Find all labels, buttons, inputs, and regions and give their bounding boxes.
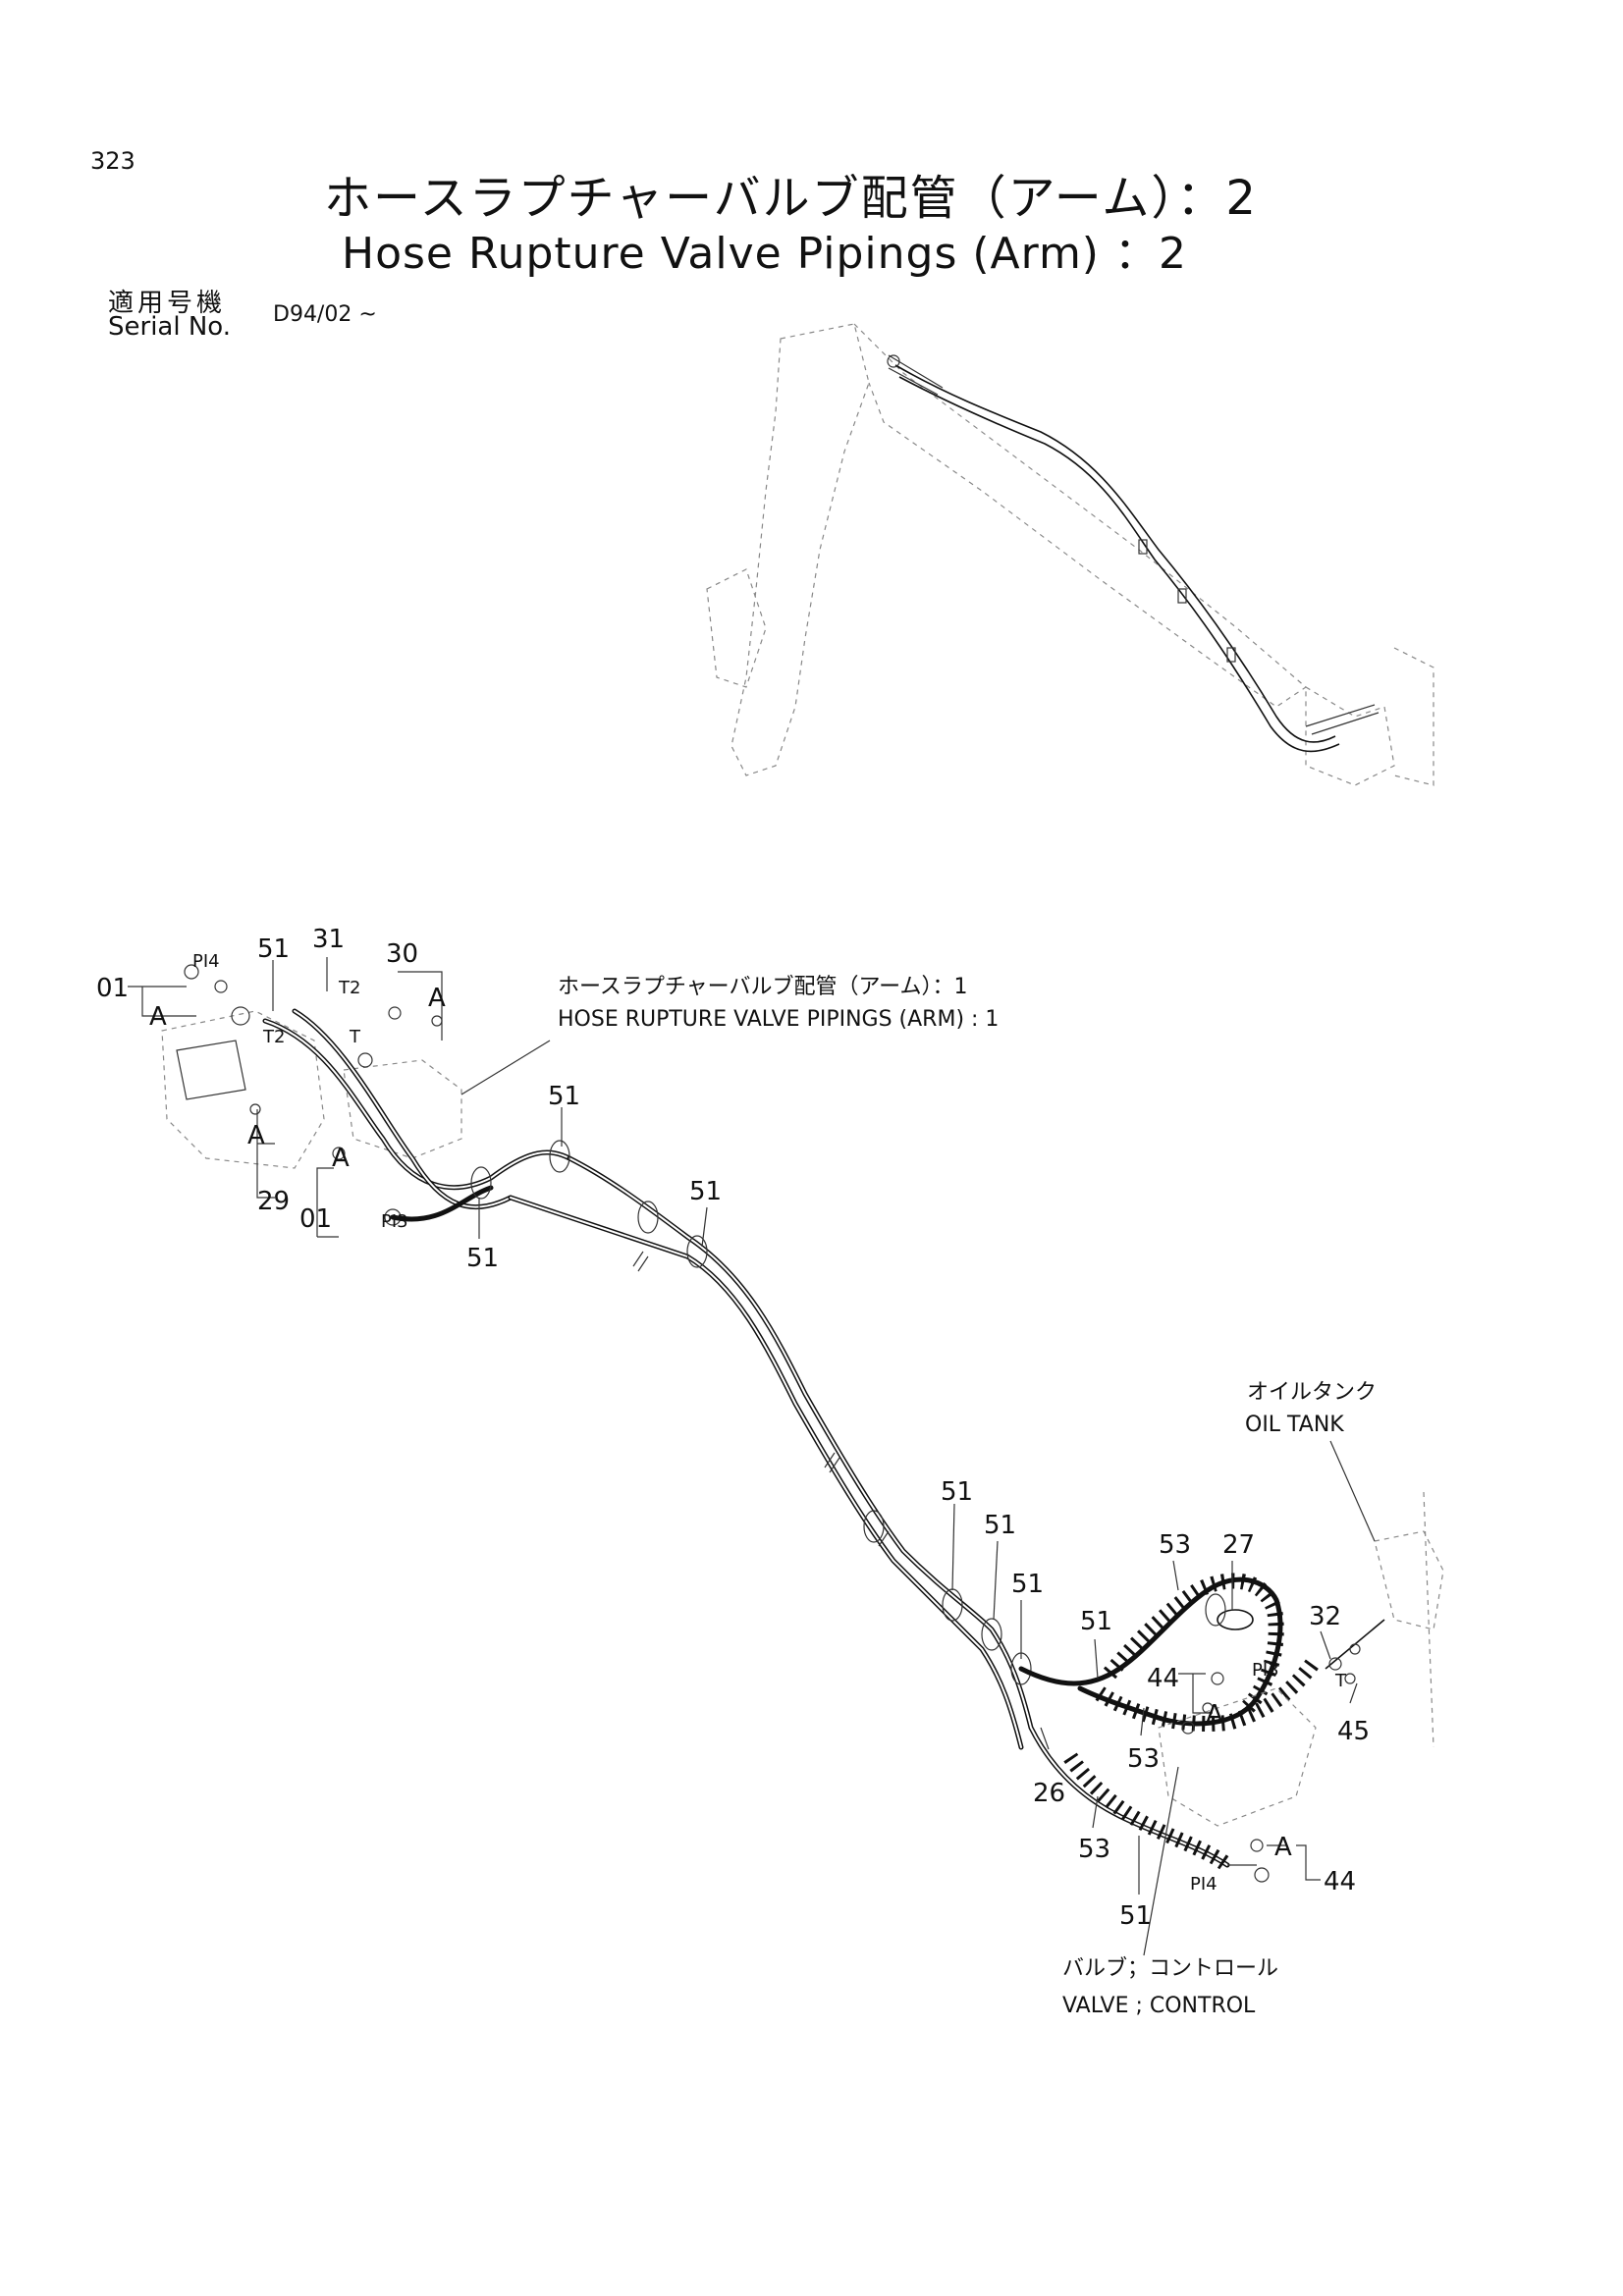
callout-51-top: 51 — [257, 934, 290, 964]
port-t-upper: T — [349, 1027, 361, 1047]
port-t2-lower: T2 — [262, 1027, 285, 1047]
reference-notes: ホースラプチャーバルブ配管（アーム）：1 HOSE RUPTURE VALVE … — [558, 975, 1377, 2018]
section-a-label-6: A — [1274, 1833, 1292, 1862]
callout-53-mid: 53 — [1127, 1744, 1160, 1774]
callout-numbers: 01 01 29 51 31 30 51 51 51 51 51 51 51 5… — [96, 925, 1370, 1931]
callout-51-low: 51 — [1119, 1901, 1152, 1931]
callout-31: 31 — [312, 925, 345, 954]
section-a-label-3: A — [247, 1121, 265, 1150]
callout-53-top: 53 — [1159, 1530, 1191, 1560]
section-a-label-1: A — [149, 1002, 167, 1032]
callout-44-mid: 44 — [1147, 1664, 1179, 1693]
serial-label-japanese: 適用号機 — [108, 289, 227, 318]
callout-51-c: 51 — [689, 1177, 722, 1206]
ref-note-english: HOSE RUPTURE VALVE PIPINGS (ARM) : 1 — [558, 1007, 999, 1032]
port-pi4-low: PI4 — [1190, 1874, 1217, 1895]
callout-27: 27 — [1222, 1530, 1255, 1560]
callout-53-low: 53 — [1078, 1835, 1110, 1864]
callout-30: 30 — [386, 939, 418, 969]
title-japanese: ホースラプチャーバルブ配管（アーム）：2 — [324, 171, 1258, 226]
section-a-label-2: A — [428, 984, 446, 1013]
callout-01-bottom: 01 — [299, 1204, 332, 1234]
callout-51-f: 51 — [1011, 1570, 1044, 1599]
callout-51-d: 51 — [941, 1477, 973, 1507]
callout-51-b: 51 — [466, 1244, 499, 1273]
callout-51-e: 51 — [984, 1511, 1016, 1540]
callout-51-a: 51 — [548, 1082, 580, 1111]
valve-control-english: VALVE ; CONTROL — [1062, 1994, 1256, 2018]
callout-51-g: 51 — [1080, 1607, 1112, 1636]
serial-label-english: Serial No. — [108, 312, 231, 342]
port-pi3-right: PI3 — [1252, 1660, 1279, 1681]
port-t2-upper: T2 — [338, 978, 360, 998]
title-english: Hose Rupture Valve Pipings (Arm) ：2 — [342, 229, 1187, 279]
callout-45: 45 — [1337, 1717, 1370, 1746]
port-labels: A A A A A A PI4 PI3 T2 T2 T PI3 T PI4 — [149, 951, 1347, 1895]
oil-tank-japanese: オイルタンク — [1247, 1380, 1377, 1405]
callout-32: 32 — [1309, 1602, 1341, 1631]
serial-number-value: D94/02 ~ — [273, 302, 377, 327]
section-a-label-5: A — [1206, 1700, 1223, 1730]
port-pi4-top: PI4 — [192, 951, 220, 972]
callout-01-left: 01 — [96, 974, 129, 1003]
valve-control-japanese: バルブ；コントロール — [1062, 1956, 1278, 1981]
callout-26: 26 — [1033, 1779, 1065, 1808]
ref-note-japanese: ホースラプチャーバルブ配管（アーム）：1 — [558, 975, 967, 999]
oil-tank-english: OIL TANK — [1245, 1413, 1344, 1437]
section-a-label-4: A — [332, 1144, 350, 1173]
arm-overview-drawing — [706, 323, 1434, 786]
port-pi3-left: PI3 — [381, 1211, 408, 1232]
page-number: 323 — [90, 147, 135, 175]
callout-44-low: 44 — [1324, 1867, 1356, 1896]
port-t-right: T — [1334, 1671, 1347, 1691]
leader-lines — [128, 957, 1376, 1956]
detail-drawing — [161, 964, 1444, 1883]
callout-29: 29 — [257, 1187, 290, 1216]
